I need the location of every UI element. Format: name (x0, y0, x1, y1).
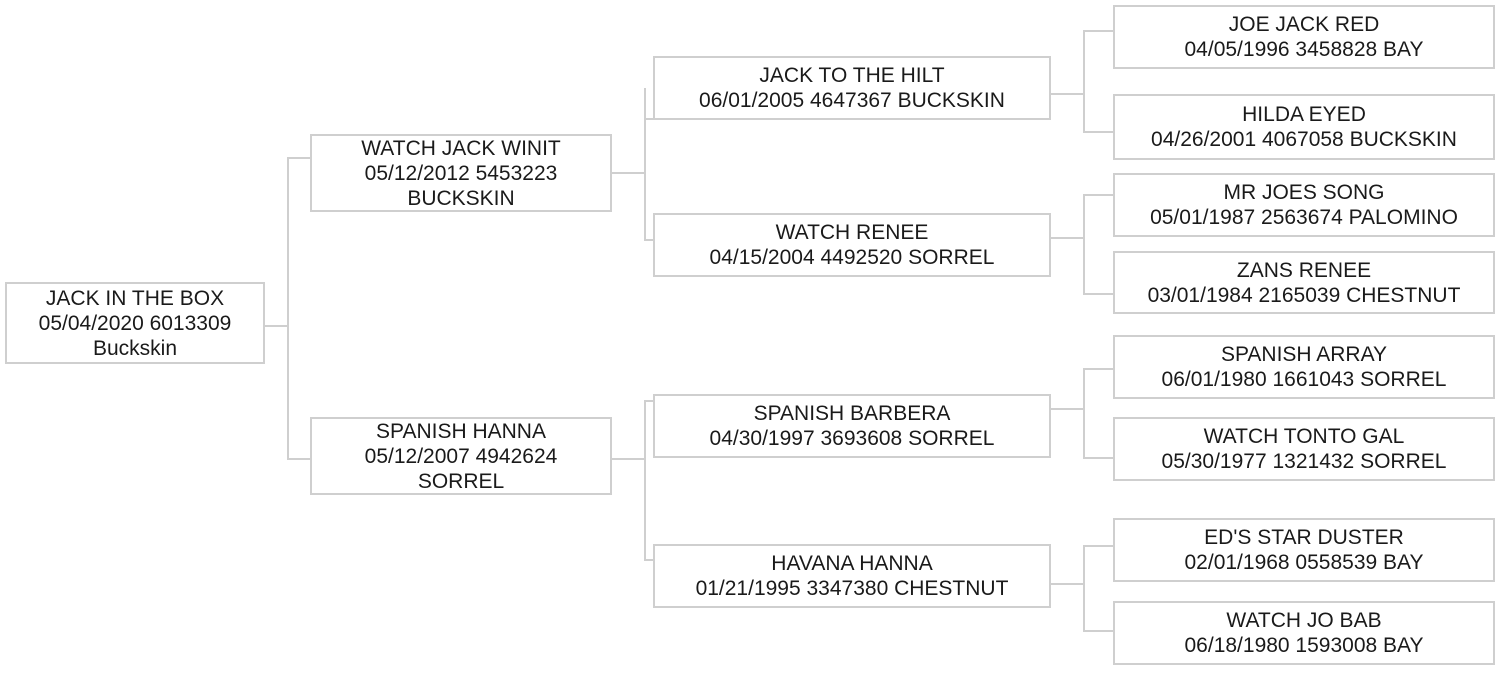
horse-box-ss-dam: HILDA EYED 04/26/2001 4067058 BUCKSKIN (1113, 94, 1495, 160)
connector (644, 400, 653, 402)
connector (287, 458, 310, 460)
horse-info: 05/01/1987 2563674 PALOMINO (1150, 206, 1458, 229)
horse-info: 04/05/1996 3458828 BAY (1184, 38, 1424, 61)
connector (644, 88, 646, 240)
horse-name: WATCH JACK WINIT (361, 136, 561, 160)
connector (1083, 293, 1113, 295)
connector (1083, 368, 1113, 370)
connector (1083, 30, 1113, 32)
horse-name: JACK TO THE HILT (759, 64, 945, 87)
horse-name: JOE JACK RED (1228, 13, 1380, 36)
horse-color: SORREL (417, 469, 505, 493)
horse-box-dd-dam: WATCH JO BAB 06/18/1980 1593008 BAY (1113, 601, 1495, 665)
horse-name: ZANS RENEE (1236, 258, 1372, 282)
connector (1083, 30, 1085, 132)
connector (1083, 194, 1085, 294)
horse-box-sire: WATCH JACK WINIT 05/12/2012 5453223 BUCK… (310, 134, 612, 212)
horse-box-sire-dam: WATCH RENEE 04/15/2004 4492520 SORREL (653, 213, 1051, 277)
horse-box-sire-sire: JACK TO THE HILT 06/01/2005 4647367 BUCK… (653, 56, 1051, 120)
horse-info: 04/26/2001 4067058 BUCKSKIN (1151, 128, 1457, 151)
horse-box-subject: JACK IN THE BOX 05/04/2020 6013309 Bucks… (5, 282, 265, 364)
horse-color: BUCKSKIN (407, 186, 515, 210)
horse-box-sd-dam: ZANS RENEE 03/01/1984 2165039 CHESTNUT (1113, 251, 1495, 314)
horse-info: 05/30/1977 1321432 SORREL (1161, 450, 1447, 473)
horse-info: 05/12/2007 4942624 (364, 444, 558, 468)
horse-info: 05/12/2012 5453223 (364, 161, 558, 185)
connector (1051, 93, 1084, 95)
connector (1083, 131, 1113, 133)
horse-box-ds-sire: SPANISH ARRAY 06/01/1980 1661043 SORREL (1113, 335, 1495, 399)
connector (1083, 194, 1113, 196)
connector (1083, 368, 1085, 458)
horse-name: WATCH TONTO GAL (1203, 425, 1405, 448)
horse-name: SPANISH HANNA (376, 419, 546, 443)
horse-name: MR JOES SONG (1223, 181, 1385, 204)
connector (1083, 545, 1113, 547)
connector (644, 559, 653, 561)
horse-info: 06/18/1980 1593008 BAY (1184, 634, 1424, 657)
horse-info: 02/01/1968 0558539 BAY (1184, 551, 1424, 574)
connector (1051, 583, 1084, 585)
connector (644, 239, 653, 241)
connector (1083, 630, 1113, 632)
horse-info: 03/01/1984 2165039 CHESTNUT (1147, 283, 1461, 307)
connector (1051, 237, 1084, 239)
horse-info: 06/01/2005 4647367 BUCKSKIN (699, 89, 1005, 112)
horse-box-dam-dam: HAVANA HANNA 01/21/1995 3347380 CHESTNUT (653, 544, 1051, 608)
horse-name: HAVANA HANNA (771, 552, 933, 575)
connector (1083, 545, 1085, 631)
horse-box-dd-sire: ED'S STAR DUSTER 02/01/1968 0558539 BAY (1113, 518, 1495, 582)
horse-box-dam-sire: SPANISH BARBERA 04/30/1997 3693608 SORRE… (653, 394, 1051, 458)
horse-info: 04/30/1997 3693608 SORREL (709, 427, 995, 450)
connector (265, 325, 288, 327)
connector (612, 172, 645, 174)
horse-name: ED'S STAR DUSTER (1204, 526, 1404, 549)
horse-box-ss-sire: JOE JACK RED 04/05/1996 3458828 BAY (1113, 5, 1495, 69)
connector (1083, 457, 1113, 459)
connector (612, 458, 645, 460)
connector (644, 118, 653, 120)
horse-name: WATCH RENEE (775, 221, 929, 244)
horse-info: 04/15/2004 4492520 SORREL (709, 246, 995, 269)
connector (644, 400, 646, 560)
connector (287, 157, 310, 159)
horse-name: JACK IN THE BOX (45, 286, 225, 310)
horse-box-dam: SPANISH HANNA 05/12/2007 4942624 SORREL (310, 417, 612, 495)
horse-name: SPANISH ARRAY (1220, 343, 1388, 366)
horse-name: WATCH JO BAB (1226, 609, 1382, 632)
horse-info: 01/21/1995 3347380 CHESTNUT (695, 577, 1009, 600)
horse-name: HILDA EYED (1242, 103, 1366, 126)
horse-color: Buckskin (92, 336, 178, 360)
horse-info: 06/01/1980 1661043 SORREL (1161, 368, 1447, 391)
connector (287, 157, 289, 459)
horse-info: 05/04/2020 6013309 (38, 311, 232, 335)
horse-name: SPANISH BARBERA (753, 402, 951, 425)
horse-box-ds-dam: WATCH TONTO GAL 05/30/1977 1321432 SORRE… (1113, 417, 1495, 481)
horse-box-sd-sire: MR JOES SONG 05/01/1987 2563674 PALOMINO (1113, 173, 1495, 237)
connector (1051, 408, 1084, 410)
